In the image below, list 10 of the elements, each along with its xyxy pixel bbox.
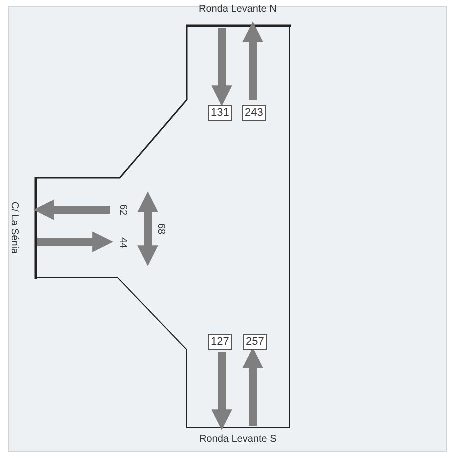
road-name: Ronda Levante S — [200, 434, 277, 446]
count-label: 68 — [154, 223, 166, 235]
count-label: 257 — [243, 334, 268, 350]
count-label: 127 — [208, 334, 232, 350]
count-label: 243 — [242, 105, 266, 121]
count-label: 44 — [116, 237, 128, 249]
road-name: Ronda Levante N — [199, 4, 277, 16]
count-label: 62 — [116, 204, 128, 216]
road-name: C/ La Sénia — [8, 202, 20, 254]
count-label: 131 — [208, 105, 232, 121]
